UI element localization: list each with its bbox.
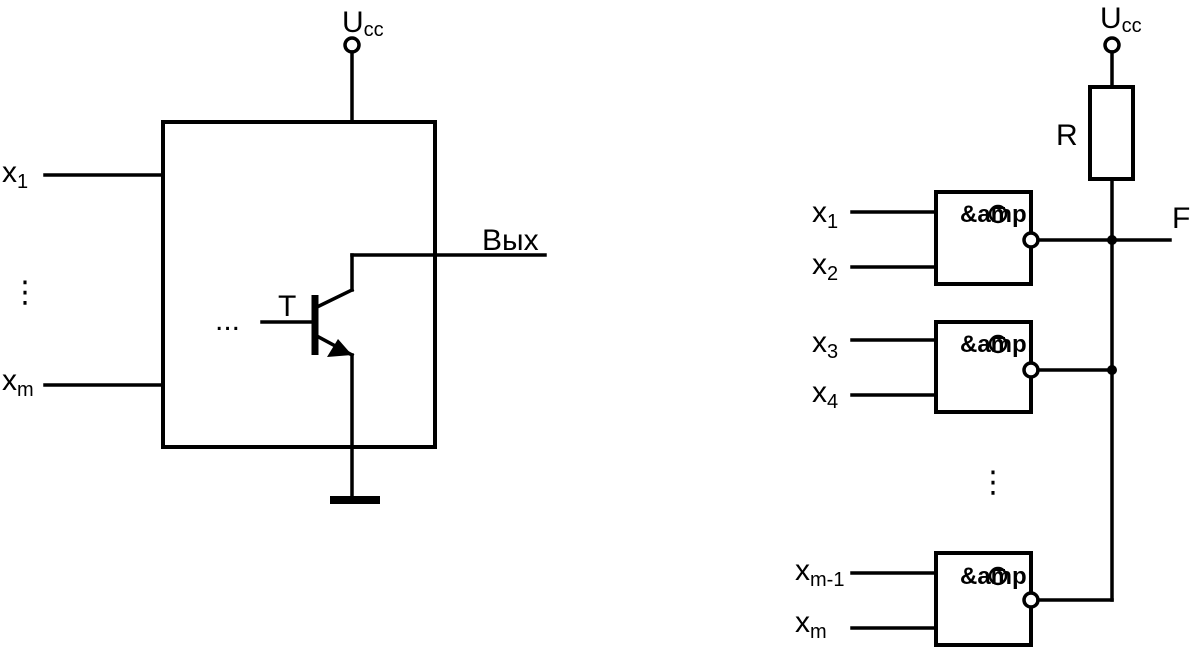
transistor-label: T <box>278 290 296 323</box>
left-input-xm-label: xm <box>2 364 34 401</box>
left-output-label: Вых <box>482 224 539 257</box>
left-input-vdots: ⋮ <box>10 276 40 309</box>
right-input-xm-label: xm <box>795 606 827 643</box>
right-circuit: Ucc R F &amp; x1 x2 &amp; <box>795 2 1190 647</box>
left-supply-terminal-icon <box>343 36 361 54</box>
nand-gate-icon: &amp; <box>934 551 1114 647</box>
nand-gate-icon: &amp; <box>934 320 1114 414</box>
right-supply-terminal-icon <box>1103 36 1121 54</box>
left-input-x1-label: x1 <box>2 156 28 193</box>
right-input-x2-label: x2 <box>812 248 838 285</box>
right-gate-vdots: ⋮ <box>978 466 1008 499</box>
right-input-x1-label: x1 <box>812 196 838 233</box>
resistor-icon <box>1088 85 1135 181</box>
transistor-base-dots: ... <box>215 304 240 337</box>
left-circuit: Ucc x1 ⋮ xm T ... Вых <box>2 6 547 504</box>
left-gate-body <box>161 120 437 449</box>
left-supply-label: Ucc <box>342 6 384 41</box>
npn-transistor-icon <box>260 253 547 497</box>
right-input-x4-label: x4 <box>812 376 838 413</box>
right-supply-label: Ucc <box>1100 2 1142 37</box>
right-input-x3-label: x3 <box>812 326 838 363</box>
resistor-label: R <box>1056 119 1078 152</box>
nand-gate-icon: &amp; <box>934 190 1114 286</box>
right-output-label: F <box>1172 202 1190 235</box>
right-input-xm1-label: xm-1 <box>795 554 844 591</box>
